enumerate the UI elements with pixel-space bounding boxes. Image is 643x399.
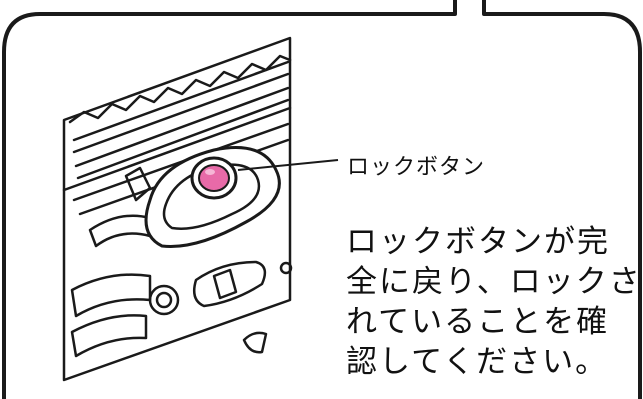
instruction-line: 全に戻り、ロックさ [346,264,642,300]
callout-leader-line [237,159,339,171]
lock-button-callout-label: ロックボタン [347,155,486,180]
instruction-text: ロックボタンが完 全に戻り、ロックさ れていることを確 認してください。 [346,222,642,382]
instruction-line: ロックボタンが完 [346,224,610,260]
rail-illustration [62,36,293,382]
lock-button-icon [190,156,238,200]
instruction-line: れていることを確 [346,304,610,340]
instruction-line: 認してください。 [346,344,609,380]
